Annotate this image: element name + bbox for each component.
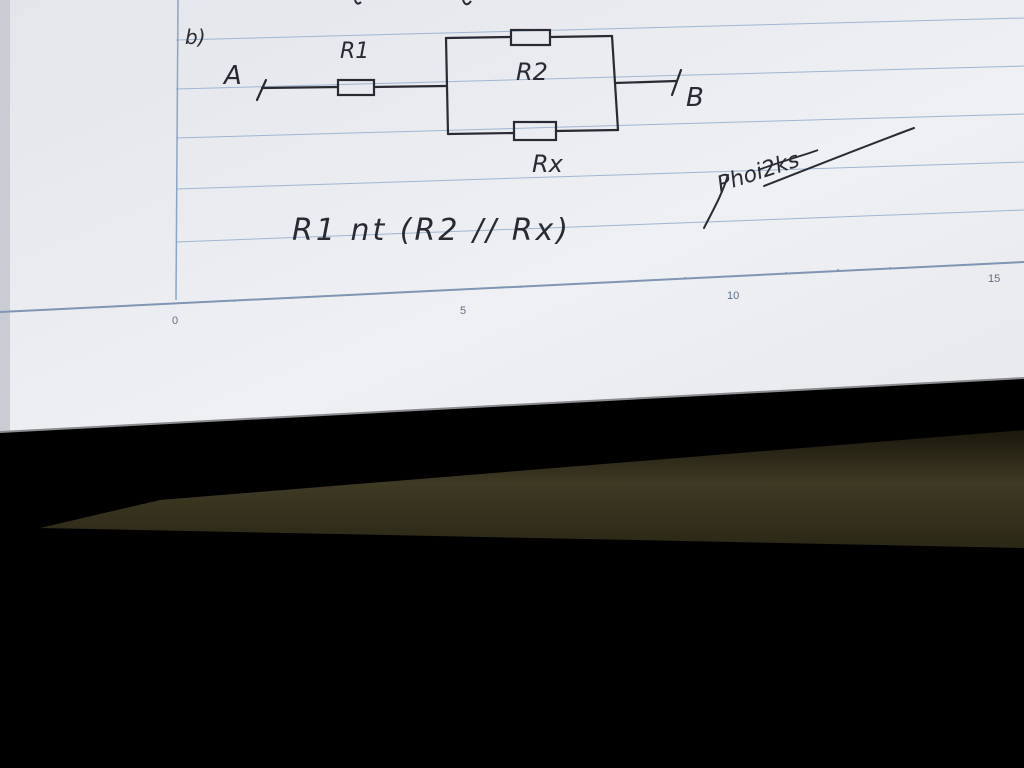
stray-ink-mark [354, 0, 362, 5]
ruler-tick-0: 0 [172, 315, 178, 327]
signature-underline [757, 149, 819, 171]
signature-stroke [703, 127, 915, 229]
page-left-edge [0, 0, 10, 432]
wire-bottom-left [446, 131, 516, 136]
resistor-r1-label: R1 [340, 39, 369, 64]
wire-r1-node [372, 84, 448, 89]
ruled-lines [175, 17, 1024, 243]
part-label: b) [185, 25, 206, 49]
ruler-baseline [0, 261, 1024, 313]
terminal-b-slash [670, 68, 683, 97]
terminal-b-label: B [686, 83, 704, 113]
ruler-tick-15: 15 [988, 273, 1000, 285]
resistor-rx-label: Rx [532, 150, 564, 178]
ruler-tick-10: 10 [727, 290, 739, 302]
circuit-formula: R1 nt (R2 // Rx) [292, 213, 571, 248]
wire-top-left [444, 35, 513, 40]
circuit-diagram [255, 28, 683, 142]
ruler-tick-5: 5 [460, 305, 466, 317]
resistor-r2-label: R2 [516, 58, 548, 86]
terminal-a-label: A [222, 61, 242, 91]
terminal-a-slash [255, 78, 268, 102]
margin-line [175, 0, 179, 301]
wire-left-vertical [444, 36, 450, 136]
wire-a-r1 [260, 85, 340, 90]
ruler-ticks [59, 265, 943, 310]
wire-node-b [613, 79, 678, 85]
page-bottom-edge [0, 377, 1024, 433]
notebook-page [0, 0, 1024, 432]
stray-ink-mark-2 [462, 0, 472, 6]
wire-bottom-right [554, 128, 620, 133]
wire-top-right [548, 34, 614, 39]
desk-surface [40, 430, 1024, 548]
